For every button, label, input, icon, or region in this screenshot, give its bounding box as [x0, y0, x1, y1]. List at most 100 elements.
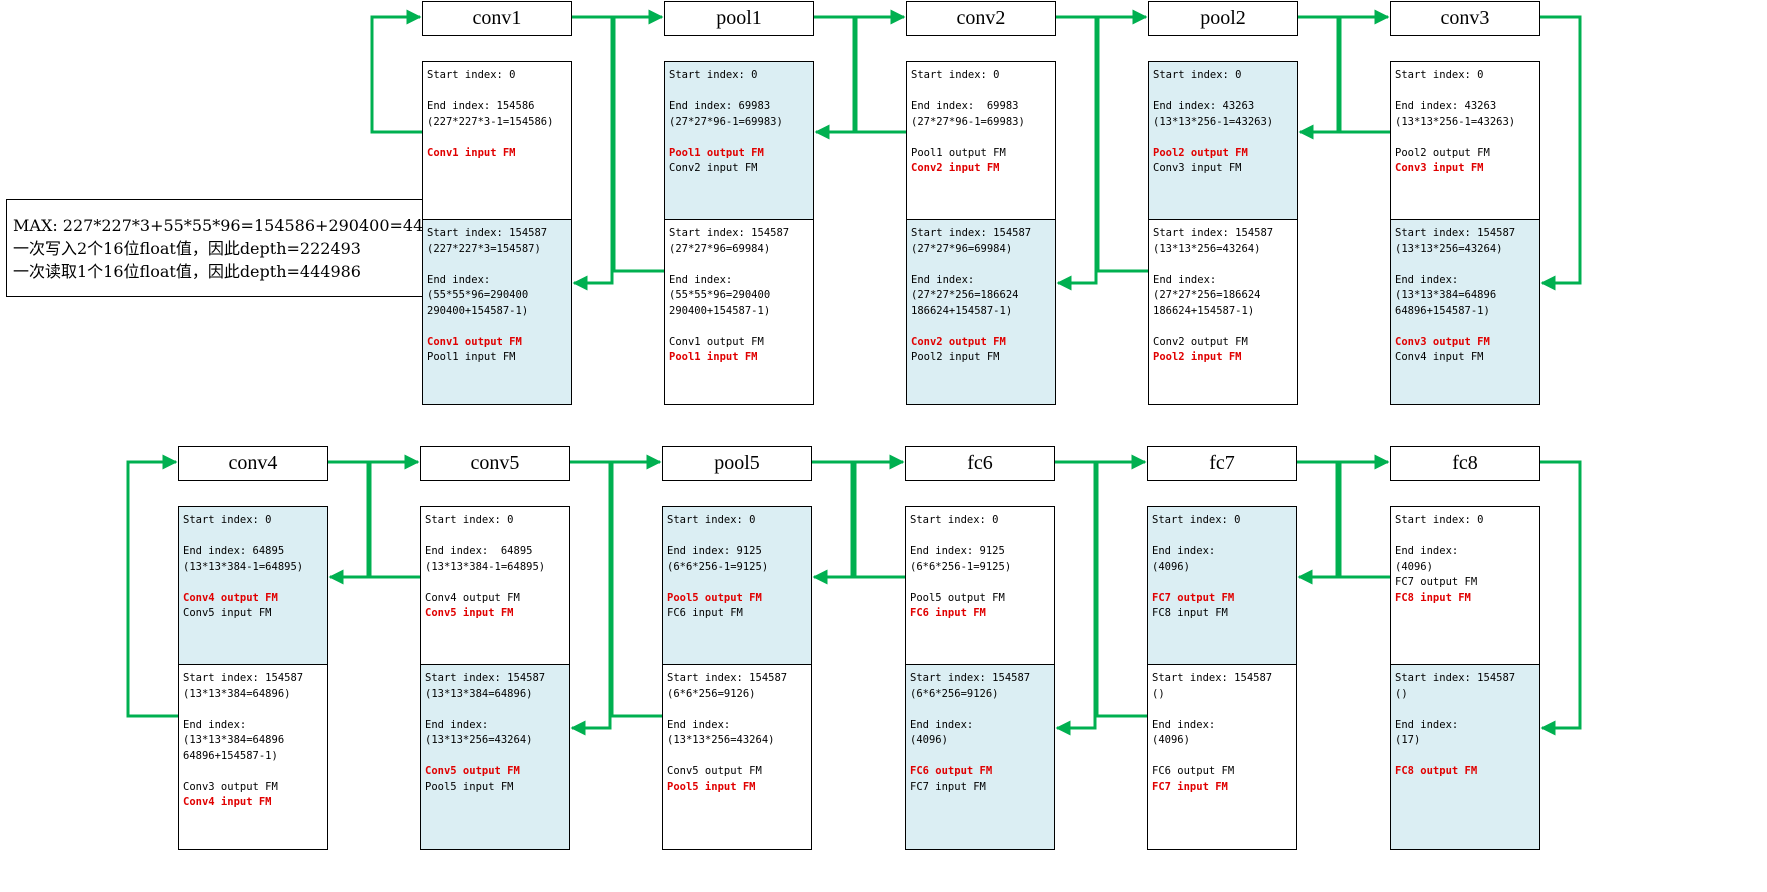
region-text-line: 186624+154587-1)	[1153, 304, 1255, 317]
region-text-line: Start index: 154587	[1153, 227, 1274, 239]
layer-title-pool2: pool2	[1148, 1, 1298, 36]
active-fm-label: FC8 output FM	[1395, 765, 1478, 777]
region-text-line: (227*227*3=154587)	[427, 242, 541, 255]
write-arrow-conv5	[570, 460, 612, 736]
region-text-line: (27*27*96=69984)	[911, 242, 1013, 255]
region-text-line: End index: 154586	[427, 100, 535, 112]
region-text-line: (4096)	[910, 734, 948, 746]
region-text-line	[427, 257, 571, 273]
region-text-line	[427, 84, 571, 100]
region-text-line: End index:	[1152, 545, 1216, 557]
buffer-region-bottom: Start index: 154587()End index:(4096)FC6…	[1148, 664, 1296, 849]
region-text-line	[667, 749, 811, 765]
write-arrow-fc8	[1540, 460, 1582, 736]
buffer-region-bottom: Start index: 154587(27*27*96=69984)End i…	[665, 219, 813, 404]
region-text-line	[910, 749, 1054, 765]
region-text-line	[425, 575, 569, 591]
write-arrow-pool1	[814, 15, 856, 140]
region-text-line	[911, 257, 1055, 273]
active-fm-label: Conv5 input FM	[425, 607, 514, 619]
note-line-max: MAX: 227*227*3+55*55*96=154586+290400=44…	[13, 216, 464, 235]
region-text-line	[427, 319, 571, 335]
region-text-line: 290400+154587-1)	[669, 304, 771, 317]
active-fm-label: Conv4 output FM	[183, 591, 278, 604]
region-text-line: Conv1 output FM	[669, 335, 764, 348]
region-text-line	[667, 702, 811, 718]
region-text-line: Start index: 154587	[1152, 672, 1273, 684]
buffer-region-bottom: Start index: 154587(6*6*256=9126)End ind…	[906, 664, 1054, 849]
region-text-line	[1153, 257, 1297, 273]
region-text-line	[427, 130, 571, 146]
region-text-line: FC7 output FM	[1395, 576, 1478, 588]
region-text-line	[425, 702, 569, 718]
region-text-line	[425, 529, 569, 545]
region-text-line: ()	[1395, 687, 1408, 700]
read-arrow-conv3	[1338, 9, 1390, 134]
read-arrow-conv2	[854, 9, 906, 134]
region-text-line	[910, 529, 1054, 545]
region-text-line: Pool1 output FM	[911, 146, 1006, 159]
read-arrow-fc8	[1338, 454, 1390, 579]
layer-title-fc8: fc8	[1390, 446, 1540, 481]
region-text-line: 290400+154587-1)	[427, 304, 529, 317]
region-text-line: ()	[1152, 687, 1165, 700]
active-fm-label: Pool5 input FM	[667, 780, 756, 793]
active-fm-label: Conv3 output FM	[1395, 335, 1490, 348]
region-text-line	[910, 575, 1054, 591]
region-text-line	[1395, 130, 1539, 146]
write-arrow-conv4	[328, 460, 370, 585]
region-text-line: End index:	[1395, 718, 1459, 731]
region-text-line: Pool2 input FM	[911, 351, 1000, 363]
region-text-line: Conv4 output FM	[425, 591, 520, 604]
region-text-line: Start index: 154587	[669, 227, 790, 239]
region-text-line: Start index: 0	[910, 514, 999, 526]
buffer-region-bottom: Start index: 154587(6*6*256=9126)End ind…	[663, 664, 811, 849]
layer-title-conv1: conv1	[422, 1, 572, 36]
buffer-region-bottom: Start index: 154587(27*27*96=69984)End i…	[907, 219, 1055, 404]
region-text-line: Conv4 input FM	[1395, 351, 1484, 363]
layer-title-pool1: pool1	[664, 1, 814, 36]
region-text-line: (13*13*384-1=64895)	[183, 560, 304, 573]
region-text-line: End index:	[1152, 718, 1216, 731]
region-text-line: Conv2 output FM	[1153, 335, 1248, 348]
region-text-line: Start index: 0	[1153, 69, 1242, 81]
active-fm-label: Conv5 output FM	[425, 765, 520, 777]
region-text-line: (13*13*256=43264)	[425, 734, 533, 746]
buffer-region-bottom: Start index: 154587(13*13*384=64896)End …	[421, 664, 569, 849]
region-text-line	[911, 130, 1055, 146]
region-text-line: (17)	[1395, 734, 1421, 746]
region-text-line	[911, 84, 1055, 100]
region-text-line: (13*13*384=64896)	[183, 687, 291, 700]
active-fm-label: FC8 input FM	[1395, 591, 1471, 604]
region-text-line: Start index: 0	[425, 514, 514, 526]
region-text-line: Conv3 input FM	[1153, 162, 1242, 174]
region-text-line: Start index: 0	[183, 514, 272, 526]
region-text-line: (4096)	[1152, 734, 1190, 746]
region-text-line: (27*27*256=186624	[911, 289, 1019, 301]
region-text-line	[1395, 749, 1539, 765]
region-text-line: Pool2 output FM	[1395, 146, 1490, 159]
active-fm-label: Pool1 input FM	[669, 351, 758, 363]
region-text-line	[1153, 84, 1297, 100]
region-text-line	[1395, 257, 1539, 273]
buffer-region-bottom: Start index: 154587(227*227*3=154587)End…	[423, 219, 571, 404]
region-text-line	[667, 575, 811, 591]
region-text-line: End index:	[183, 718, 247, 731]
region-text-line: End index:	[669, 273, 733, 286]
region-text-line: Pool5 output FM	[910, 591, 1005, 604]
region-text-line: End index:	[1395, 273, 1459, 286]
region-text-line: End index:	[911, 273, 975, 286]
region-text-line	[425, 749, 569, 765]
layer-title-fc6: fc6	[905, 446, 1055, 481]
region-text-line	[669, 84, 813, 100]
